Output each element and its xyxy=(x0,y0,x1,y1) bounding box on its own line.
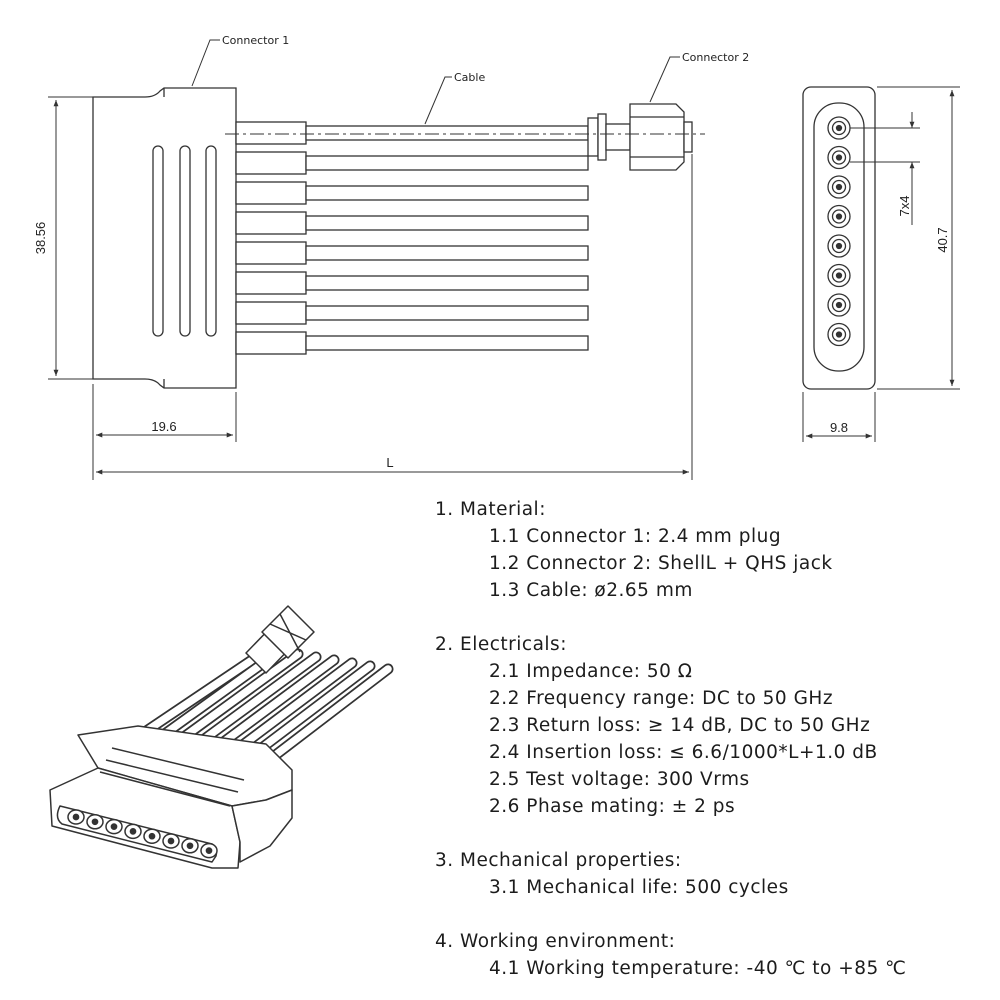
spec-item: 2.6 Phase mating: ± 2 ps xyxy=(489,796,736,817)
dimension-label-body-length: 19.6 xyxy=(151,419,176,434)
dimension-label-overall-length: L xyxy=(386,455,393,470)
iso-contact-pin xyxy=(110,823,118,830)
contact-outer xyxy=(827,293,851,317)
front-housing-outer xyxy=(802,86,876,390)
dimension-height-side xyxy=(48,96,93,380)
spec-item: 2.1 Impedance: 50 Ω xyxy=(489,661,693,682)
spec-items: 2.1 Impedance: 50 Ω 2.2 Frequency range: … xyxy=(435,658,995,820)
contact-pin xyxy=(835,272,843,279)
callout-label-cable: Cable xyxy=(454,71,485,84)
contact-ring xyxy=(831,150,847,165)
contact-outer xyxy=(827,263,851,288)
spec-item: 1.1 Connector 1: 2.4 mm plug xyxy=(489,526,782,547)
callout-connector-2 xyxy=(649,56,680,103)
spec-item: 2.4 Insertion loss: ≤ 6.6/1000*L+1.0 dB xyxy=(489,742,878,763)
callout-label-connector-1: Connector 1 xyxy=(222,34,289,47)
spec-section-title: 1. Material: xyxy=(435,499,546,520)
cable xyxy=(235,241,589,265)
cable xyxy=(235,151,589,175)
spec-section: 3. Mechanical properties: 3.1 Mechanical … xyxy=(435,847,995,901)
contact-outer xyxy=(827,204,851,229)
spec-item: 2.3 Return loss: ≥ 14 dB, DC to 50 GHz xyxy=(489,715,871,736)
iso-connector-2 xyxy=(245,605,315,674)
contact-array xyxy=(827,116,851,347)
contact-pin xyxy=(835,301,843,309)
spec-item: 1.2 Connector 2: ShellL + QHS jack xyxy=(489,553,833,574)
contact-ring xyxy=(831,268,847,283)
dimension-label-width-front: 9.8 xyxy=(830,420,848,435)
cable xyxy=(235,331,589,355)
contact-ring xyxy=(831,120,847,136)
connector-1-housing xyxy=(92,87,237,389)
cable xyxy=(235,211,589,235)
iso-cable-fill xyxy=(252,665,392,774)
spec-section-title: 2. Electricals: xyxy=(435,634,567,655)
front-housing-inner xyxy=(813,102,865,372)
spec-item: 2.5 Test voltage: 300 Vrms xyxy=(489,769,750,790)
dimension-label-height-side: 38.56 xyxy=(33,222,48,255)
contact-pin xyxy=(835,242,843,250)
cable xyxy=(235,301,589,325)
contact-ring xyxy=(831,297,847,313)
spec-items: 3.1 Mechanical life: 500 cycles xyxy=(435,874,995,901)
dimension-label-height-front: 40.7 xyxy=(935,227,950,252)
contact-ring xyxy=(831,238,847,254)
iso-contact-pin xyxy=(148,832,156,840)
contact-outer xyxy=(827,234,851,258)
iso-housing-side xyxy=(231,789,293,863)
spec-item: 4.1 Working temperature: -40 ℃ to +85 ℃ xyxy=(489,958,907,979)
connector-2 xyxy=(587,103,693,171)
contact-pin xyxy=(835,183,843,191)
spec-section: 2. Electricals: 2.1 Impedance: 50 Ω 2.2 Fr… xyxy=(435,631,995,820)
isometric-view xyxy=(49,605,394,869)
spec-items: 1.1 Connector 1: 2.4 mm plug 1.2 Connecto… xyxy=(435,523,995,604)
dimension-width-front xyxy=(802,392,876,442)
callout-label-connector-2: Connector 2 xyxy=(682,51,749,64)
cable-bundle xyxy=(235,121,589,355)
grip-slot xyxy=(152,145,164,337)
contact-outer xyxy=(827,322,851,347)
contact-outer xyxy=(827,145,851,170)
dimension-overall-length xyxy=(92,154,693,480)
iso-contact-array xyxy=(67,809,218,859)
spec-items: 4.1 Working temperature: -40 ℃ to +85 ℃ xyxy=(435,955,995,982)
contact-outer xyxy=(827,175,851,199)
grip-slot xyxy=(205,145,217,337)
dimension-label-pitch: 7x4 xyxy=(897,196,912,217)
cable xyxy=(235,271,589,295)
spec-section-title: 4. Working environment: xyxy=(435,931,676,952)
contact-ring xyxy=(831,179,847,195)
contact-pin xyxy=(835,331,843,338)
side-view xyxy=(92,87,705,389)
grip-slot xyxy=(179,145,191,337)
spec-section: 4. Working environment: 4.1 Working tempe… xyxy=(435,928,995,982)
callout-connector-1 xyxy=(191,39,220,87)
spec-section-title: 3. Mechanical properties: xyxy=(435,850,682,871)
contact-pin xyxy=(835,124,843,132)
iso-contact-pin xyxy=(91,818,99,826)
cable xyxy=(235,181,589,205)
spec-list: 1. Material: 1.1 Connector 1: 2.4 mm plug… xyxy=(435,496,995,982)
contact-ring xyxy=(831,209,847,224)
cable xyxy=(235,121,589,145)
iso-contact-pin xyxy=(167,837,175,845)
contact-pin xyxy=(835,213,843,220)
callout-cable xyxy=(424,76,452,125)
spec-section: 1. Material: 1.1 Connector 1: 2.4 mm plug… xyxy=(435,496,995,604)
iso-contact-pin xyxy=(72,813,80,821)
dimension-height-front xyxy=(877,86,960,390)
dimension-pitch xyxy=(850,112,920,225)
spec-item: 3.1 Mechanical life: 500 cycles xyxy=(489,877,789,898)
dimension-body-length xyxy=(92,384,237,442)
iso-contact-pin xyxy=(129,828,137,835)
iso-contact-pin xyxy=(186,842,194,850)
spec-item: 1.3 Cable: ø2.65 mm xyxy=(489,580,693,601)
iso-contact-pin xyxy=(205,847,213,854)
contact-pin xyxy=(835,154,843,161)
front-view xyxy=(802,86,876,390)
contact-ring xyxy=(831,327,847,342)
spec-item: 2.2 Frequency range: DC to 50 GHz xyxy=(489,688,834,709)
